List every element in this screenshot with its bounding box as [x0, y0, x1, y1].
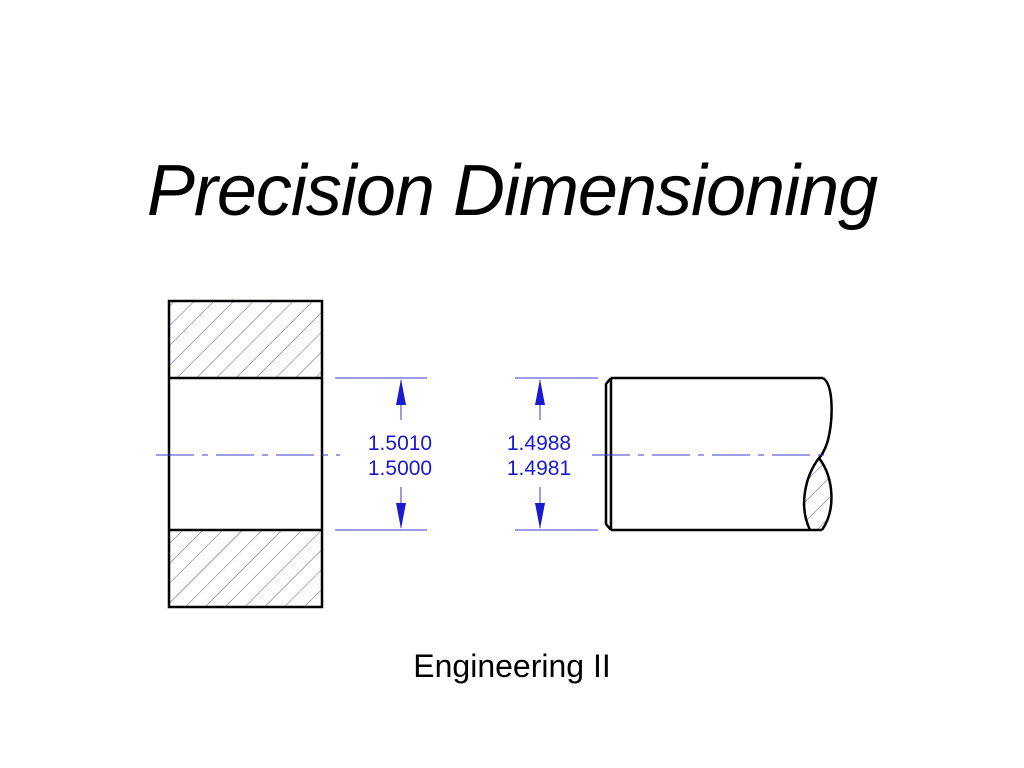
- slide-subtitle: Engineering II: [413, 648, 611, 684]
- arrow-down-icon: [396, 503, 406, 529]
- arrow-up-icon: [396, 379, 406, 405]
- shaft-chamfer: [604, 377, 612, 531]
- arrow-down-icon: [535, 503, 545, 529]
- hole-upper-limit: 1.5010: [368, 432, 432, 455]
- hole-part-section: [167, 299, 324, 609]
- arrow-up-icon: [535, 379, 545, 405]
- shaft-dimension: 1.4988 1.4981: [507, 377, 598, 531]
- top-hatched-section: [169, 301, 322, 378]
- hole-lower-limit: 1.5000: [368, 457, 432, 480]
- shaft-lower-limit: 1.4981: [507, 457, 571, 480]
- slide-title: Precision Dimensioning: [146, 151, 878, 231]
- shaft-part: [604, 376, 833, 532]
- shaft-break-line: [802, 376, 833, 531]
- hole-dimension: 1.5010 1.5000: [335, 377, 432, 531]
- shaft-upper-limit: 1.4988: [507, 432, 571, 455]
- hole-part-outline: [167, 299, 324, 609]
- bottom-hatched-section: [169, 530, 322, 607]
